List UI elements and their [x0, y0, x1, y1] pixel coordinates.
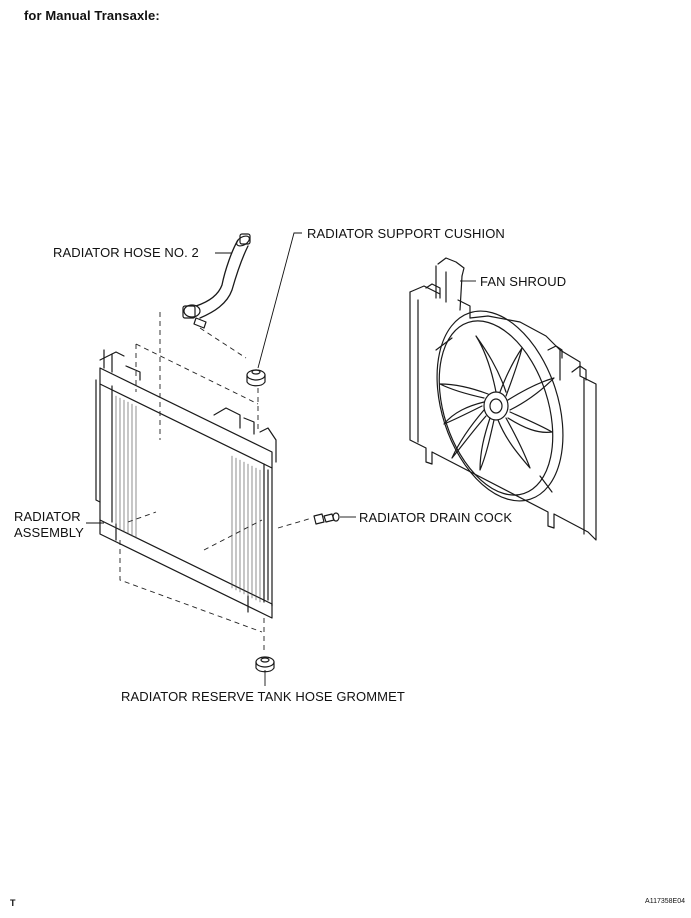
leader-line-support-cushion — [257, 232, 302, 369]
dashed-line-core-left — [127, 511, 157, 523]
radiator-hose-no2-drawing — [182, 233, 251, 329]
figure-id: A117358E04 — [645, 898, 685, 905]
radiator-support-cushion-label: RADIATOR SUPPORT CUSHION — [307, 226, 505, 241]
radiator-hose-no2-label: RADIATOR HOSE NO. 2 — [53, 245, 199, 260]
reserve-tank-hose-grommet-drawing — [255, 656, 275, 673]
dashed-line-drain — [277, 517, 313, 529]
fan-shroud-drawing — [409, 257, 597, 541]
radiator-assembly-drawing — [95, 349, 277, 619]
radiator-assembly-label: RADIATOR ASSEMBLY — [14, 509, 84, 540]
page-heading: for Manual Transaxle: — [24, 8, 160, 23]
footer-marker: T — [10, 898, 16, 908]
radiator-reserve-tank-hose-grommet-label: RADIATOR RESERVE TANK HOSE GROMMET — [121, 689, 405, 704]
dashed-line-top-guide — [135, 343, 259, 405]
radiator-support-cushion-drawing — [246, 369, 266, 387]
radiator-drain-cock-label: RADIATOR DRAIN COCK — [359, 510, 513, 525]
dashed-line-bottom-guide — [119, 540, 263, 633]
fan-shroud-label: FAN SHROUD — [480, 274, 567, 289]
dashed-line-core-mid — [203, 519, 263, 551]
dashed-line-hose-right — [199, 327, 247, 359]
radiator-drain-cock-drawing — [313, 512, 340, 525]
